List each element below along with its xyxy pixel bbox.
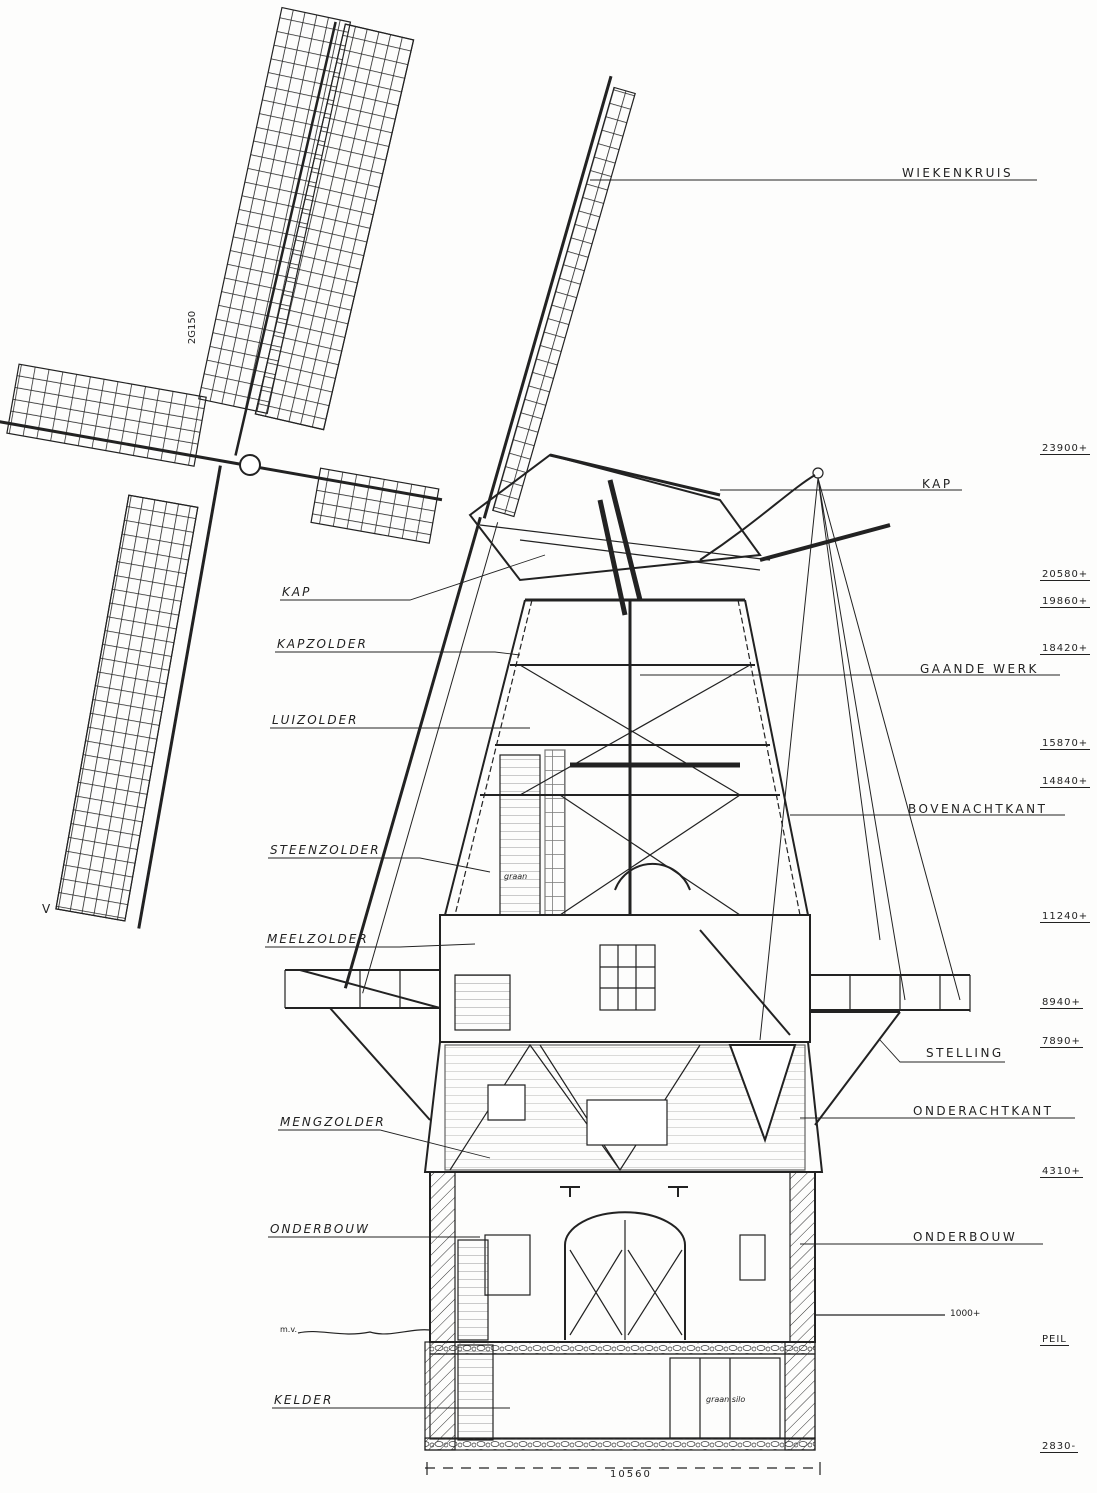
label-kelder: KELDER <box>274 1393 334 1407</box>
level-mark: 4310+ <box>1040 1166 1083 1178</box>
label-mengzolder: MENGZOLDER <box>280 1115 386 1129</box>
label-kap-left: KAP <box>282 585 312 599</box>
label-stelling: STELLING <box>926 1046 1004 1060</box>
leader-lines <box>265 179 1075 1409</box>
level-mark: 8940+ <box>1040 997 1083 1009</box>
sail-left <box>0 363 246 467</box>
label-onderbouw-right: ONDERBOUW <box>913 1230 1018 1244</box>
label-onderbouw-left: ONDERBOUW <box>270 1222 370 1236</box>
level-mark: 23900+ <box>1040 443 1091 455</box>
marker-v: V <box>42 902 51 916</box>
ground-level-mark: 1000+ <box>950 1309 981 1319</box>
level-mark: 14840+ <box>1040 776 1091 788</box>
graan-silo-note: graan silo <box>706 1395 746 1404</box>
label-kapzolder: KAPZOLDER <box>277 637 368 651</box>
level-mark: 20580+ <box>1040 569 1091 581</box>
label-steenzolder: STEENZOLDER <box>270 843 381 857</box>
level-mark: 15870+ <box>1040 738 1091 750</box>
label-gaande-werk: GAANDE WERK <box>920 662 1039 676</box>
sail-upper-right <box>343 75 636 994</box>
level-mark: 7890+ <box>1040 1036 1083 1048</box>
level-mark: 11240+ <box>1040 911 1091 923</box>
meelzolder-floor <box>439 914 811 1043</box>
label-bovenachtkant: BOVENACHTKANT <box>908 802 1048 816</box>
graan-note: graan <box>504 872 528 881</box>
upper-body <box>443 599 810 916</box>
label-wiekenkruis: WIEKENKRUIS <box>902 166 1014 180</box>
level-mark: 2830- <box>1040 1441 1079 1453</box>
level-mark: 19860+ <box>1040 596 1091 608</box>
label-kap-right: KAP <box>922 477 953 491</box>
label-meelzolder: MEELZOLDER <box>267 932 369 946</box>
stelling-gallery <box>284 969 971 1126</box>
level-mark: 18420+ <box>1040 643 1091 655</box>
cap <box>468 453 961 1041</box>
sail-right <box>244 463 443 544</box>
sail-lower-left <box>198 6 352 415</box>
level-mark: PEIL <box>1040 1334 1069 1346</box>
lower-body <box>423 1041 824 1173</box>
mv-mark: m.v. <box>280 1325 297 1334</box>
kelder <box>424 1341 816 1451</box>
onderbouw <box>429 1171 816 1343</box>
label-onderachtkant: ONDERACHTKANT <box>913 1104 1054 1118</box>
label-luizolder: LUIZOLDER <box>272 713 359 727</box>
base-width-dimension: 10560 <box>610 1469 652 1480</box>
sail-span-dimension: 2G150 <box>187 310 199 345</box>
